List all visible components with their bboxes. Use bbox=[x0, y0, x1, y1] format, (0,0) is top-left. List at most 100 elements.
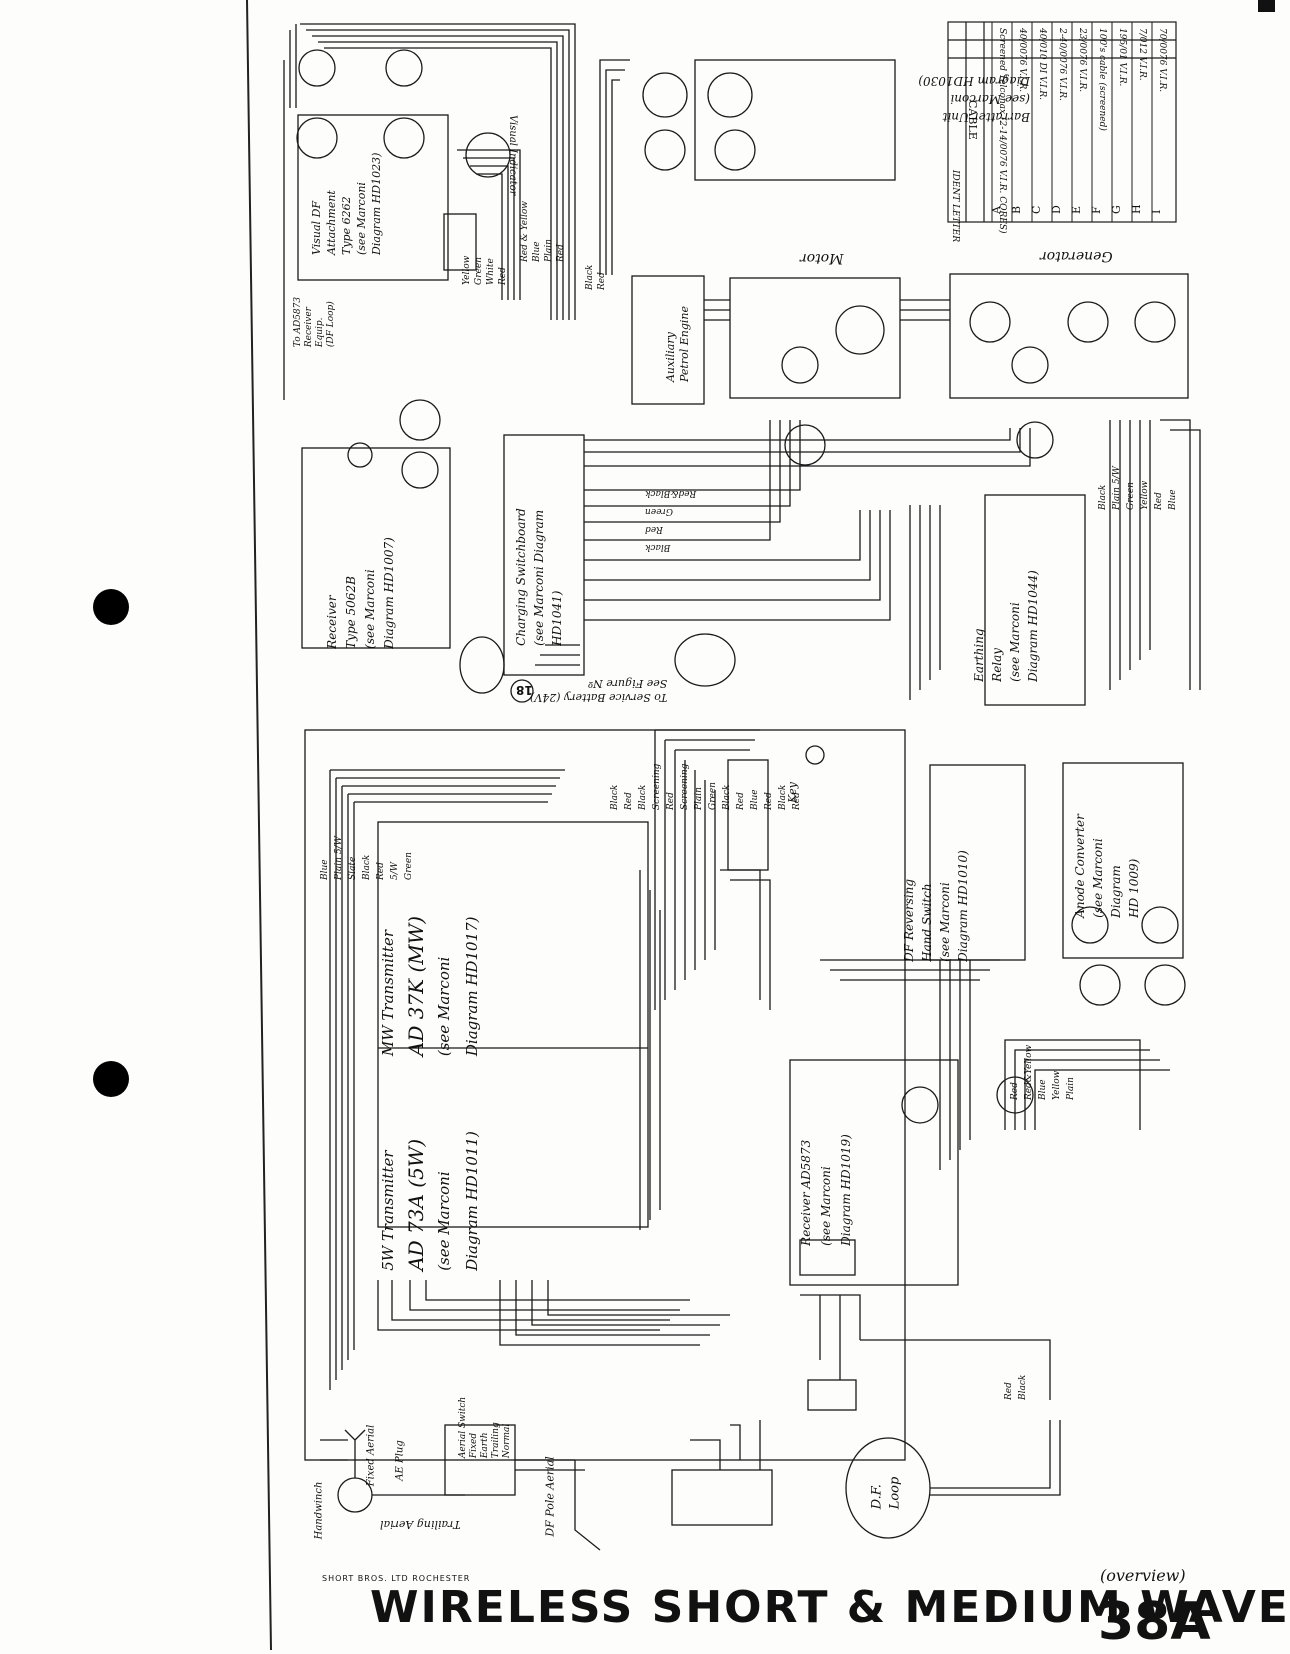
cable-spec: 7/012 V.I.R. bbox=[1137, 28, 1147, 81]
cable-ident-letter: C bbox=[1030, 206, 1043, 214]
trailing-aerial-label: Trailing Aerial bbox=[380, 1518, 461, 1531]
petrol-engine-box bbox=[631, 275, 705, 405]
visual-indicator-label: Visual Indicator bbox=[507, 115, 518, 196]
motor-plug bbox=[781, 346, 819, 384]
cable-ident-letter: E bbox=[1070, 206, 1083, 214]
wire-label-anode: Red bbox=[1010, 1082, 1020, 1100]
cable-spec: 2-40/0076 V.I.R. bbox=[1057, 27, 1067, 101]
switchboard-plug bbox=[784, 424, 826, 466]
wire-label-anode: Blue bbox=[1038, 1079, 1048, 1100]
wire-label-indicator: Blue bbox=[532, 241, 542, 262]
page-corner-edge bbox=[1258, 0, 1275, 12]
wire-label-vdf: Green bbox=[474, 257, 484, 285]
charging-switchboard-label: Charging Switchboard(see Marconi Diagram… bbox=[513, 508, 564, 646]
generator-label: Generator bbox=[1040, 248, 1113, 264]
cable-spec: 70/0076 V.I.R. bbox=[1157, 28, 1167, 92]
wire-label-relay: Black bbox=[1098, 484, 1108, 510]
wire-label-key_area: Plain bbox=[694, 787, 704, 810]
wire-label-tx: Plain 5/W bbox=[334, 836, 344, 880]
wire-label-key_area: Black bbox=[778, 784, 788, 810]
generator-lt bbox=[969, 301, 1011, 343]
visual-indicator-meter bbox=[465, 132, 511, 178]
cable-ident-letter: F bbox=[1090, 206, 1103, 214]
cable-ident-letter: I bbox=[1150, 210, 1163, 214]
anode-converter-plug-3 bbox=[1079, 964, 1121, 1006]
to-battery-label: To Service Battery (24V)See Figure Nº bbox=[530, 677, 668, 704]
wire-label-anode: Yellow bbox=[1052, 1070, 1062, 1100]
charging-switchboard-box bbox=[503, 434, 585, 676]
anode-converter-plug-4 bbox=[1144, 964, 1186, 1006]
punch-hole-bottom bbox=[93, 1061, 129, 1097]
anode-converter-plug-1 bbox=[1071, 906, 1109, 944]
key-contact bbox=[805, 745, 825, 765]
cable-ident-letter: G bbox=[1110, 205, 1123, 214]
vdf-plug-4 bbox=[383, 117, 425, 159]
receiver-ad5873-plug bbox=[901, 1086, 939, 1124]
cable-identification-table bbox=[947, 21, 1177, 223]
wire-label-key_area: Screening bbox=[680, 763, 690, 810]
motor-armature bbox=[835, 305, 885, 355]
transmitter-frame bbox=[377, 821, 649, 1228]
cable-spec: 40/0076 V.I.R. bbox=[1017, 27, 1027, 92]
anode-converter-plug-2 bbox=[1141, 906, 1179, 944]
receiver-ad5873-box bbox=[789, 1059, 959, 1286]
battery-figure-number: 18 bbox=[516, 683, 533, 697]
barratter-plug-1 bbox=[642, 72, 688, 118]
wire-label-relay: Blue bbox=[1168, 489, 1178, 510]
wire-label-key_area: Black bbox=[722, 784, 732, 810]
key-terminal-block bbox=[727, 759, 769, 871]
wire-label-switchboard: Black bbox=[645, 542, 671, 552]
generator-intr bbox=[1134, 301, 1176, 343]
punch-hole-top bbox=[93, 589, 129, 625]
wire-label-tx: Green bbox=[404, 852, 414, 880]
wire-label-tx: Slate bbox=[348, 856, 358, 880]
figure-number: 38A bbox=[1098, 1592, 1211, 1652]
visual-df-box bbox=[297, 114, 449, 281]
vdf-plug-2 bbox=[385, 49, 423, 87]
cable-ident-letter: D bbox=[1050, 205, 1063, 214]
wire-label-switchboard: Red bbox=[645, 524, 663, 534]
barratter-plug-3 bbox=[644, 129, 686, 171]
anode-converter-box bbox=[1062, 762, 1184, 959]
battery-fig-circle bbox=[510, 679, 534, 703]
wire-label-tx: 5/W bbox=[390, 861, 400, 880]
wire-label-loop: Black bbox=[1018, 1374, 1028, 1400]
receiver-ad5873-terminals bbox=[799, 1239, 856, 1276]
wire-label-vdf: White bbox=[486, 258, 496, 285]
wire-label-relay: Green bbox=[1126, 482, 1136, 510]
wire-label-indicator: Plain bbox=[544, 239, 554, 262]
wire-label-tx: Black bbox=[362, 854, 372, 880]
wire-label-anode: Red&Yellow bbox=[1024, 1044, 1034, 1100]
wire-label-key_area: Red bbox=[764, 792, 774, 810]
generator-cable-plug bbox=[1016, 421, 1054, 459]
wire-label-key_area: Red bbox=[736, 792, 746, 810]
cable-ident-letter: B bbox=[1010, 206, 1023, 214]
barratter-plug-4 bbox=[714, 129, 756, 171]
wire-label-key_area: Red bbox=[792, 792, 802, 810]
wire-label-key_area: Black bbox=[638, 784, 648, 810]
wire-label-key_area: Red bbox=[624, 792, 634, 810]
barratter-plug-2 bbox=[707, 72, 753, 118]
generator-ht bbox=[1067, 301, 1109, 343]
wire-label-switchboard: Red&Black bbox=[645, 488, 697, 498]
wire-label-anode: Plain bbox=[1066, 1077, 1076, 1100]
maker-imprint: SHORT BROS. LTD ROCHESTER bbox=[322, 1574, 471, 1583]
receiver-5062-plug-3 bbox=[399, 399, 441, 441]
ae-plug-label: AE Plug bbox=[394, 1440, 406, 1481]
receiver-5062-plug-1 bbox=[347, 442, 373, 468]
receiver-5062-plug-2 bbox=[401, 451, 439, 489]
main-enclosure bbox=[304, 729, 906, 1461]
wiring-lines bbox=[283, 23, 1201, 1551]
motor-box bbox=[729, 277, 901, 399]
